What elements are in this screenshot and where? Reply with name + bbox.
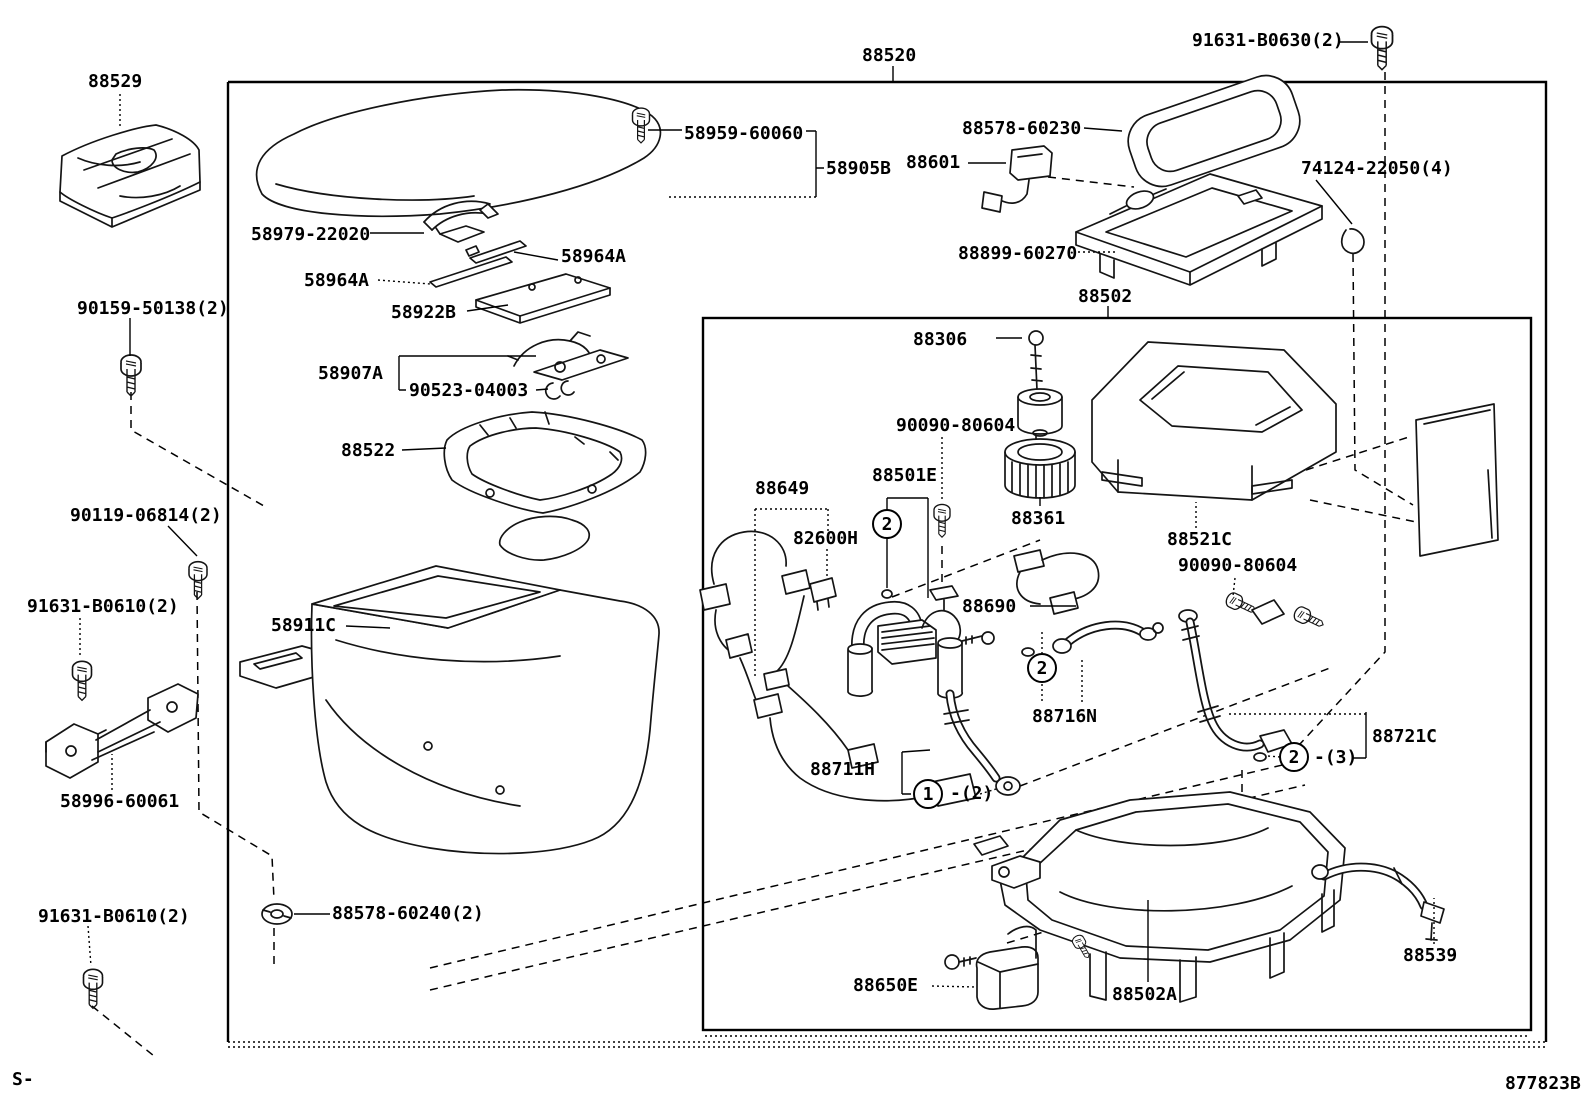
tray-art-88529 [59,124,201,228]
part-label-88501e: 88501E [872,465,938,486]
callout-1-88711h: 1 [913,779,943,809]
part-label-88899-60270: 88899-60270 [958,243,1078,264]
part-label-88578-60230: 88578-60230 [962,118,1082,139]
sheet-code: 877823B [1505,1073,1581,1094]
bolt-art-91631-b0630 [1370,25,1394,71]
part-label-90090-80604-right: 90090-80604 [1178,555,1298,576]
part-label-90119-06814: 90119-06814(2) [70,505,222,526]
part-label-58964a-left: 58964A [304,270,370,291]
part-label-58907a: 58907A [318,363,384,384]
relay-art-88650e [944,925,1039,1010]
hose-art-88716n [1021,620,1164,657]
plate-art-58922b [475,273,611,324]
corner-mark: S- [12,1069,34,1090]
part-label-88578-60240: 88578-60240(2) [332,903,484,924]
switch-art-88601 [981,145,1053,213]
part-label-88649: 88649 [755,478,810,499]
blower-motor-art [1017,388,1063,445]
part-label-88520: 88520 [862,45,917,66]
part-label-88529: 88529 [88,71,143,92]
part-label-88690: 88690 [962,596,1017,617]
part-label-58922b: 58922B [391,302,457,323]
part-label-74124-22050: 74124-22050(4) [1301,158,1453,179]
rod-art-58964a [429,240,527,288]
part-label-58959-60060: 58959-60060 [684,123,804,144]
part-label-88711h: 88711H [810,759,876,780]
pad-art [498,515,591,561]
console-body-art-58911c [239,565,660,855]
part-label-88716n: 88716N [1032,706,1098,727]
washer-art-88578-60240 [261,903,293,925]
knob-art-88306 [1028,330,1044,391]
hose-art-88539 [1311,862,1445,941]
lower-case-art-88502a [973,791,1346,1003]
hose-art-88711h [943,689,1021,796]
qty-suffix-2: -(2) [950,783,994,804]
part-label-91631-b0610-lower: 91631-B0610(2) [38,906,190,927]
part-label-58979-22020: 58979-22020 [251,224,371,245]
part-label-90159-50138: 90159-50138(2) [77,298,229,319]
part-label-90523-04003: 90523-04003 [409,380,529,401]
part-label-82600h: 82600H [793,528,859,549]
wire-art-88690 [961,549,1100,645]
bolt-art-90159 [120,354,142,397]
part-label-88601: 88601 [906,152,961,173]
cooler-cover-art-88521c [1091,341,1337,501]
evaporator-unit-art-88501e [847,585,964,699]
part-label-88521c: 88521C [1167,529,1233,550]
base-frame-art-88899 [1075,173,1323,286]
leader-lines [79,41,1435,988]
inner-box-88502 [701,316,1533,1037]
hinge-art-58979 [423,200,499,243]
callout-2-88716n: 2 [1027,653,1057,683]
bolt-set-art-90090-right [1223,590,1327,633]
bolt-art-91631-b0610-lower [82,968,104,1010]
part-label-91631-b0610-upper: 91631-B0610(2) [27,596,179,617]
wiring-harness-art-88649 [699,530,977,807]
part-label-88522: 88522 [341,440,396,461]
part-label-88306: 88306 [913,329,968,350]
part-label-91631-b0630: 91631-B0630(2) [1192,30,1344,51]
floor-bracket-art-58996 [45,683,199,779]
part-label-90090-80604-left: 90090-80604 [896,415,1016,436]
part-label-88361: 88361 [1011,508,1066,529]
part-label-58911c: 58911C [271,615,337,636]
part-label-88721c: 88721C [1372,726,1438,747]
upper-frame-art-88522 [443,411,647,514]
part-label-88650e: 88650E [853,975,919,996]
bolt-art-90090-left [933,503,951,538]
hose-art-88721c [1178,609,1293,762]
fuse-art-82600h [809,577,837,611]
armrest-lid-art-58905b [255,88,662,218]
filter-plate-art [1415,403,1499,557]
fan-cage-art-88361 [1004,438,1076,499]
qty-suffix-3: -(3) [1314,747,1358,768]
part-label-88539: 88539 [1403,945,1458,966]
gasket-art-88578-60230 [1127,74,1301,188]
part-label-58905b: 58905B [826,158,892,179]
part-label-88502: 88502 [1078,286,1133,307]
callout-2-88501e: 2 [872,509,902,539]
part-label-58964a-right: 58964A [561,246,627,267]
bolt-art-90119 [188,560,208,600]
clip-art-74124 [1340,228,1365,255]
outer-box-88520 [226,80,1548,1048]
part-label-88502a: 88502A [1112,984,1178,1005]
callout-2-88721c: 2 [1279,742,1309,772]
bolt-art-91631-b0610-upper [71,660,93,702]
part-label-58996-60061: 58996-60061 [60,791,180,812]
